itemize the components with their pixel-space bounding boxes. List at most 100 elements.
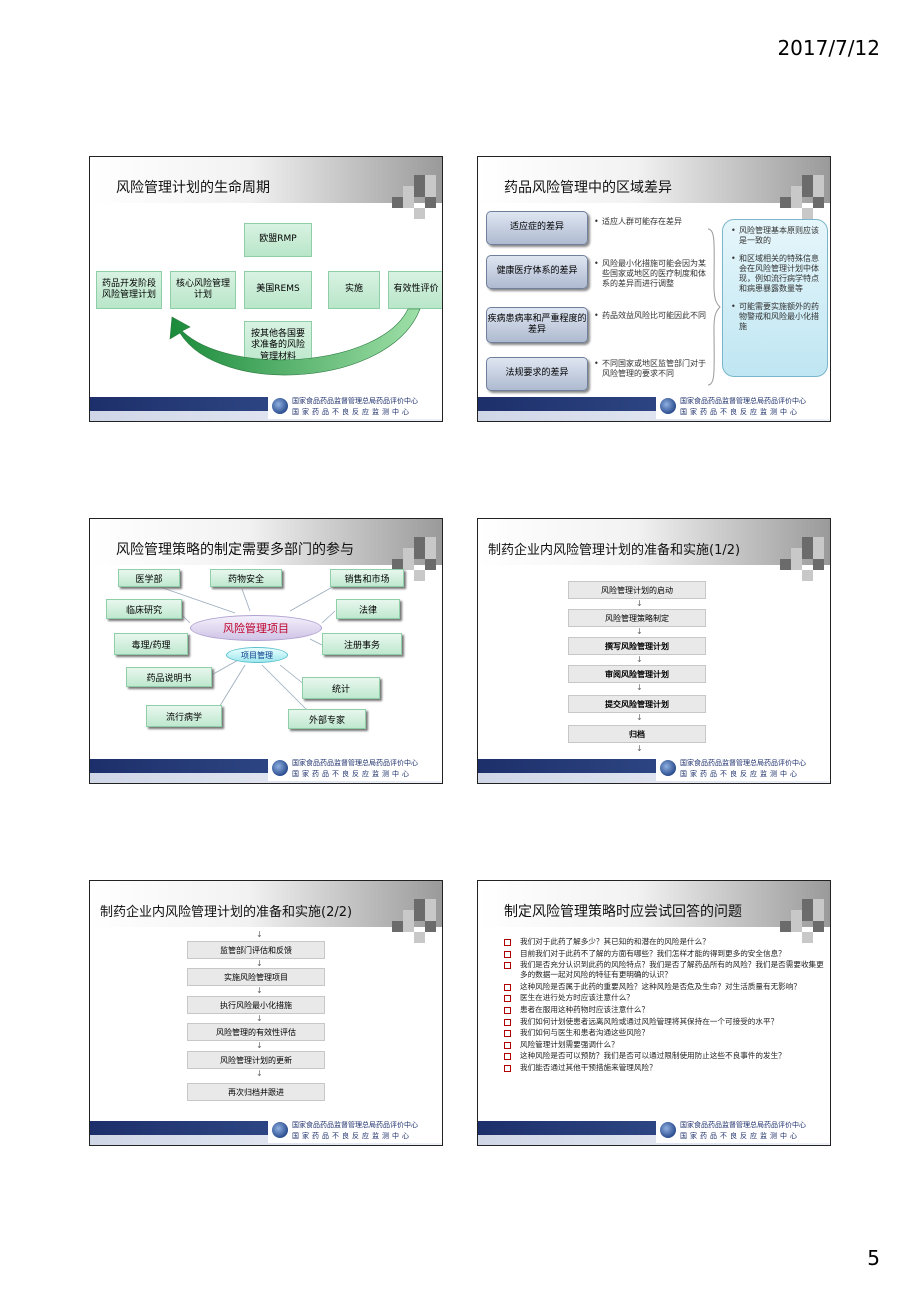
diff-healthcare-system: 健康医疗体系的差异: [486, 255, 588, 289]
box-implementation: 实施: [328, 271, 380, 309]
box-effectiveness-eval: 有效性评价: [388, 271, 442, 309]
checker-decoration: [392, 175, 436, 219]
down-arrow-icon: ↓: [636, 599, 643, 608]
page-number: 5: [867, 1246, 880, 1270]
footer-line1: 国家食品药品监督管理总局药品评价中心: [292, 759, 418, 767]
node-drug-safety: 药物安全: [210, 569, 282, 587]
question-item: 这种风险是否可以预防？我们是否可以通过限制使用防止这些不良事件的发生？: [500, 1051, 830, 1061]
callout-item: 可能需要实施额外的药物警戒和风险最小化措施: [731, 302, 819, 332]
emblem-icon: [272, 398, 288, 414]
flow-step: 风险管理计划的更新: [187, 1051, 325, 1069]
footer-logo: 国家食品药品监督管理总局药品评价中心 国家药品不良反应监测中心: [656, 393, 830, 419]
checker-decoration: [392, 899, 436, 943]
emblem-icon: [272, 760, 288, 776]
title-bar: [478, 157, 830, 203]
down-arrow-icon: ↓: [636, 627, 643, 636]
slide-lifecycle: 风险管理计划的生命周期 药品开发阶段风险管理计划 核心风险管理计划 欧盟RMP …: [89, 156, 443, 422]
emblem-icon: [272, 1122, 288, 1138]
flow-step: 实施风险管理项目: [187, 968, 325, 986]
checker-decoration: [780, 175, 824, 219]
title-bar: [478, 881, 830, 927]
node-sales-marketing: 销售和市场: [330, 569, 404, 587]
title-bar: [90, 881, 442, 927]
diff-regulation: 法规要求的差异: [486, 357, 588, 391]
diff-indication: 适应症的差异: [486, 211, 588, 245]
connector-lines: [159, 584, 337, 716]
footer-logo: 国家食品药品监督管理总局药品评价中心 国家药品不良反应监测中心: [656, 1117, 830, 1143]
footer-line1: 国家食品药品监督管理总局药品评价中心: [292, 397, 418, 405]
callout-item: 风险管理基本原则应该是一致的: [731, 226, 819, 246]
slide-multi-department: 风险管理策略的制定需要多部门的参与 医学部 药物安全 销售和市场 临床研究 法律…: [89, 518, 443, 784]
note-prevalence: 药品效益风险比可能因此不同: [594, 311, 706, 321]
box-core-rmp: 核心风险管理计划: [170, 271, 236, 309]
slide-questions: 制定风险管理策略时应尝试回答的问题 我们对于此药了解多少？其已知的和潜在的风险是…: [477, 880, 831, 1146]
footer-logo: 国家食品药品监督管理总局药品评价中心 国家药品不良反应监测中心: [268, 1117, 442, 1143]
slide-regional-differences: 药品风险管理中的区域差异 适应症的差异 健康医疗体系的差异 疾病患病率和严重程度…: [477, 156, 831, 422]
node-statistics: 统计: [302, 677, 380, 699]
footer-logo: 国家食品药品监督管理总局药品评价中心 国家药品不良反应监测中心: [268, 393, 442, 419]
note-indication: 适应人群可能存在差异: [594, 217, 702, 227]
flow-step: 执行风险最小化措施: [187, 996, 325, 1014]
footer-line2: 国家药品不良反应监测中心: [292, 770, 412, 778]
note-regulation: 不同国家或地区监管部门对于风险管理的要求不同: [594, 359, 708, 379]
question-item: 我们对于此药了解多少？其已知的和潜在的风险是什么？: [500, 937, 830, 947]
slide-title: 制定风险管理策略时应尝试回答的问题: [504, 904, 742, 920]
down-arrow-icon: ↓: [256, 1041, 263, 1050]
box-us-rems: 美国REMS: [244, 271, 312, 309]
footer-logo: 国家食品药品监督管理总局药品评价中心 国家药品不良反应监测中心: [268, 755, 442, 781]
footer-band-light: [478, 1135, 830, 1145]
footer-band-light: [90, 1135, 442, 1145]
box-eu-rmp: 欧盟RMP: [244, 223, 312, 257]
question-list: 我们对于此药了解多少？其已知的和潜在的风险是什么？ 目前我们对于此药不了解的方面…: [500, 937, 830, 1075]
page-date: 2017/7/12: [777, 36, 880, 60]
callout-principles: 风险管理基本原则应该是一致的 和区域相关的特殊信息会在风险管理计划中体现，例如流…: [722, 219, 828, 377]
checker-decoration: [780, 537, 824, 581]
down-arrow-icon: ↓: [636, 683, 643, 692]
emblem-icon: [660, 760, 676, 776]
footer-logo: 国家食品药品监督管理总局药品评价中心 国家药品不良反应监测中心: [656, 755, 830, 781]
flow-step: 风险管理计划的启动: [568, 581, 706, 599]
slide-title: 风险管理计划的生命周期: [116, 180, 270, 196]
flow-step: 归档: [568, 725, 706, 743]
node-medical: 医学部: [118, 569, 180, 587]
sub-project-management: 项目管理: [226, 647, 288, 663]
flow-step: 风险管理的有效性评估: [187, 1023, 325, 1041]
flow-step: 监管部门评估和反馈: [187, 941, 325, 959]
checker-decoration: [780, 899, 824, 943]
footer-line2: 国家药品不良反应监测中心: [680, 770, 800, 778]
question-item: 风险管理计划需要强调什么？: [500, 1040, 830, 1050]
cycle-arrow: [169, 308, 421, 376]
title-bar: [478, 519, 830, 565]
slide-title: 制药企业内风险管理计划的准备和实施(1/2): [488, 543, 741, 558]
node-clinical: 临床研究: [106, 599, 182, 619]
node-external-experts: 外部专家: [288, 709, 366, 729]
node-regulatory: 注册事务: [322, 633, 402, 655]
footer-band-light: [90, 773, 442, 783]
question-item: 医生在进行处方时应该注意什么？: [500, 993, 830, 1003]
callout-item: 和区域相关的特殊信息会在风险管理计划中体现，例如流行病学特点和病患暴露数量等: [731, 254, 819, 294]
slide-title: 药品风险管理中的区域差异: [504, 180, 672, 196]
down-arrow-icon: ↓: [256, 959, 263, 968]
slide-title: 风险管理策略的制定需要多部门的参与: [116, 542, 354, 558]
flow-step: 审阅风险管理计划: [568, 665, 706, 683]
slide-prep-impl-2: 制药企业内风险管理计划的准备和实施(2/2) ↓ 监管部门评估和反馈 ↓ 实施风…: [89, 880, 443, 1146]
footer-line1: 国家食品药品监督管理总局药品评价中心: [680, 397, 806, 405]
footer-line2: 国家药品不良反应监测中心: [292, 408, 412, 416]
down-arrow-icon: ↓: [256, 986, 263, 995]
footer-line2: 国家药品不良反应监测中心: [680, 408, 800, 416]
box-dev-rmp: 药品开发阶段风险管理计划: [96, 271, 162, 309]
flow-step: 撰写风险管理计划: [568, 637, 706, 655]
down-arrow-icon: ↓: [636, 713, 643, 722]
flow-step: 提交风险管理计划: [568, 695, 706, 713]
question-item: 患者在服用这种药物时应该注意什么？: [500, 1005, 830, 1015]
footer-line1: 国家食品药品监督管理总局药品评价中心: [292, 1121, 418, 1129]
footer-line2: 国家药品不良反应监测中心: [680, 1132, 800, 1140]
title-bar: [90, 157, 442, 203]
emblem-icon: [660, 398, 676, 414]
brace-icon: [707, 228, 721, 386]
checker-decoration: [392, 537, 436, 581]
down-arrow-icon: ↓: [256, 930, 263, 939]
footer-line1: 国家食品药品监督管理总局药品评价中心: [680, 759, 806, 767]
footer-line2: 国家药品不良反应监测中心: [292, 1132, 412, 1140]
down-arrow-icon: ↓: [636, 655, 643, 664]
